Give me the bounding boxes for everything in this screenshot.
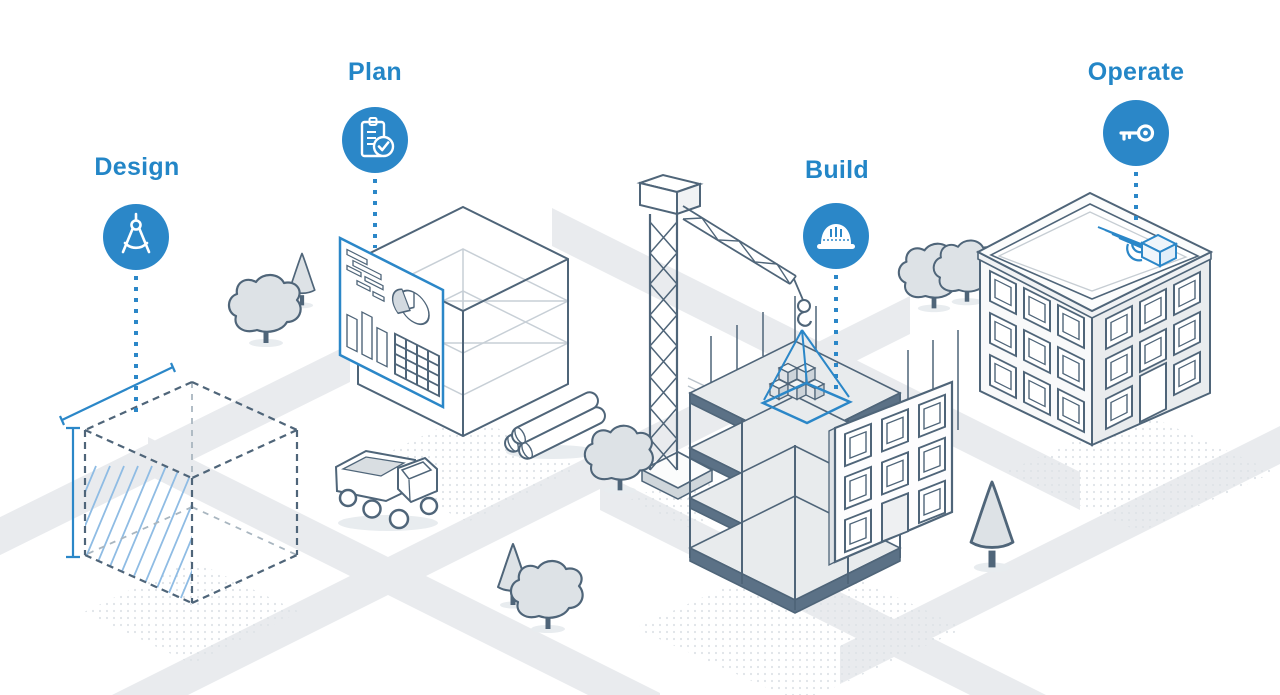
facade-windows — [843, 393, 947, 554]
lifting-sling — [760, 329, 853, 425]
log-pile — [501, 388, 609, 463]
dimension-lines — [58, 362, 177, 559]
counterweight-box — [636, 173, 704, 216]
stage-label-design: Design — [94, 153, 180, 181]
cube-edges — [357, 205, 569, 438]
blue-hatching — [85, 465, 192, 603]
dashed-edges — [83, 380, 299, 605]
parapet-roof — [975, 191, 1214, 319]
dump-truck — [334, 449, 439, 531]
build-stage-badge — [803, 203, 869, 269]
operate-building — [975, 191, 1214, 447]
design-concept-cube — [58, 362, 299, 605]
right-face-windows — [1104, 270, 1202, 431]
crane-jib — [682, 205, 797, 285]
entrance-door — [1139, 361, 1167, 424]
stage-label-build: Build — [805, 156, 869, 184]
data-table-grid — [394, 332, 440, 398]
deciduous-tree — [509, 559, 584, 635]
crane-pulley — [797, 299, 811, 313]
key-icon — [1103, 100, 1169, 166]
drafting-compass-icon — [103, 204, 169, 270]
shadow-diamond — [635, 553, 965, 695]
stage-label-plan: Plan — [348, 58, 402, 86]
blueprint-charts — [346, 248, 440, 398]
deciduous-tree — [227, 273, 302, 349]
blueprint-panel — [338, 235, 445, 410]
design-stage-badge — [103, 204, 169, 270]
crane-hook — [797, 310, 813, 327]
stage-label-operate: Operate — [1087, 58, 1185, 86]
gantt-chart — [346, 248, 385, 303]
clipboard-check-icon — [342, 107, 408, 173]
shadow-diamond — [84, 560, 300, 664]
facade-door — [881, 491, 909, 543]
crane-pallet-load — [760, 329, 853, 425]
rebar-columns — [710, 296, 817, 383]
bar-chart — [346, 311, 388, 368]
operate-stage-badge — [1103, 100, 1169, 166]
rooftop-hvac-unit — [1097, 226, 1179, 268]
plan-stage-badge — [342, 107, 408, 173]
pie-chart — [391, 288, 430, 326]
shadow-diamond — [1005, 412, 1275, 532]
road-band — [0, 344, 350, 556]
facade-panel — [828, 380, 954, 567]
stage-connectors — [134, 172, 1138, 412]
hard-hat-icon — [803, 203, 869, 269]
hidden-edges — [84, 382, 298, 556]
crane-cable — [793, 278, 804, 301]
conifer-tree — [969, 480, 1015, 574]
plan-massing-cube — [338, 205, 570, 438]
